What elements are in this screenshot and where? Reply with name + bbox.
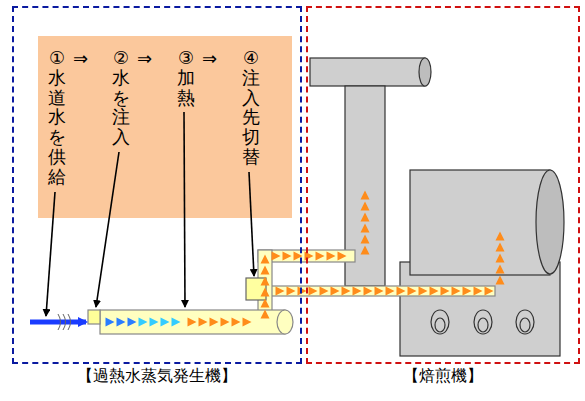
flow-arrowhead	[261, 310, 270, 319]
flow-arrowhead	[161, 318, 170, 327]
step-arrow: ⇒	[137, 50, 152, 68]
flow-arrowhead	[496, 232, 505, 241]
flow-arrowhead	[441, 287, 450, 296]
region-heading: 【過熱水蒸気発生機】	[77, 366, 237, 387]
flow-arrowhead	[496, 254, 505, 263]
flow-arrowhead	[485, 287, 494, 296]
flow-arrowhead	[496, 243, 505, 252]
flow-arrowhead	[452, 287, 461, 296]
flow-arrowhead	[172, 318, 181, 327]
steps-box: ①水道水を供給 ②水を注入 ③加熱 ④注入先切替 ⇒ ⇒ ⇒	[40, 38, 294, 220]
roaster-region: 【焙煎機】	[306, 6, 580, 364]
region-heading: 【焙煎機】	[403, 366, 483, 387]
flow-arrowhead	[342, 287, 351, 296]
flow-arrows	[106, 191, 505, 327]
flow-arrowhead	[320, 287, 329, 296]
steps-panel	[38, 36, 292, 218]
flow-arrowhead	[474, 287, 483, 296]
flow-arrowhead	[408, 287, 417, 296]
flow-arrowhead	[261, 255, 270, 264]
flow-arrowhead	[221, 318, 230, 327]
generator-region: 【過熱水蒸気発生機】①水道水を供給②水を注入③加熱④注入先切替⇒⇒⇒	[12, 6, 302, 364]
flow-arrowhead	[361, 202, 370, 211]
flow-arrowhead	[361, 191, 370, 200]
flow-arrowhead	[463, 287, 472, 296]
flow-arrowhead	[361, 224, 370, 233]
step-text: ①水道水を供給	[48, 48, 66, 187]
step-text: ②水を注入	[112, 48, 130, 147]
flow-arrowhead	[397, 287, 406, 296]
leader-lines	[46, 112, 254, 316]
flow-arrowhead	[361, 246, 370, 255]
step-arrow: ⇒	[202, 50, 217, 68]
flow-arrowhead	[361, 213, 370, 222]
flow-arrowhead	[232, 318, 241, 327]
flow-arrowhead	[283, 252, 292, 261]
flow-arrowhead	[386, 287, 395, 296]
water-ripples	[58, 314, 71, 330]
flow-arrowhead	[272, 252, 281, 261]
step-text: ③加熱	[177, 48, 195, 107]
flow-arrowhead	[419, 287, 428, 296]
flow-arrowhead	[361, 235, 370, 244]
roaster	[310, 58, 564, 356]
flow-arrowhead	[199, 318, 208, 327]
flow-arrowhead	[261, 277, 270, 286]
flow-arrowhead	[316, 252, 325, 261]
flow-arrowhead	[430, 287, 439, 296]
flow-arrowhead	[117, 318, 126, 327]
flow-arrowhead	[364, 287, 373, 296]
flow-arrowhead	[331, 287, 340, 296]
flow-arrowhead	[243, 318, 252, 327]
flow-arrowhead	[327, 252, 336, 261]
flow-arrowhead	[375, 287, 384, 296]
flow-arrowhead	[287, 287, 296, 296]
flow-arrowhead	[139, 318, 148, 327]
flow-arrowhead	[261, 266, 270, 275]
flow-arrowhead	[128, 318, 137, 327]
flow-arrowhead	[496, 276, 505, 285]
flow-arrowhead	[106, 318, 115, 327]
flow-arrowhead	[276, 287, 285, 296]
flow-arrowhead	[210, 318, 219, 327]
flow-arrowhead	[261, 288, 270, 297]
flow-arrowhead	[353, 287, 362, 296]
water-inlet	[30, 320, 86, 325]
flow-arrowhead	[261, 299, 270, 308]
flow-arrowhead	[338, 252, 347, 261]
flow-arrowhead	[309, 287, 318, 296]
step-text: ④注入先切替	[242, 48, 260, 167]
flow-arrowhead	[188, 318, 197, 327]
step-arrow: ⇒	[73, 50, 88, 68]
steam-pipes	[88, 250, 495, 334]
flow-arrowhead	[150, 318, 159, 327]
flow-arrowhead	[496, 265, 505, 274]
